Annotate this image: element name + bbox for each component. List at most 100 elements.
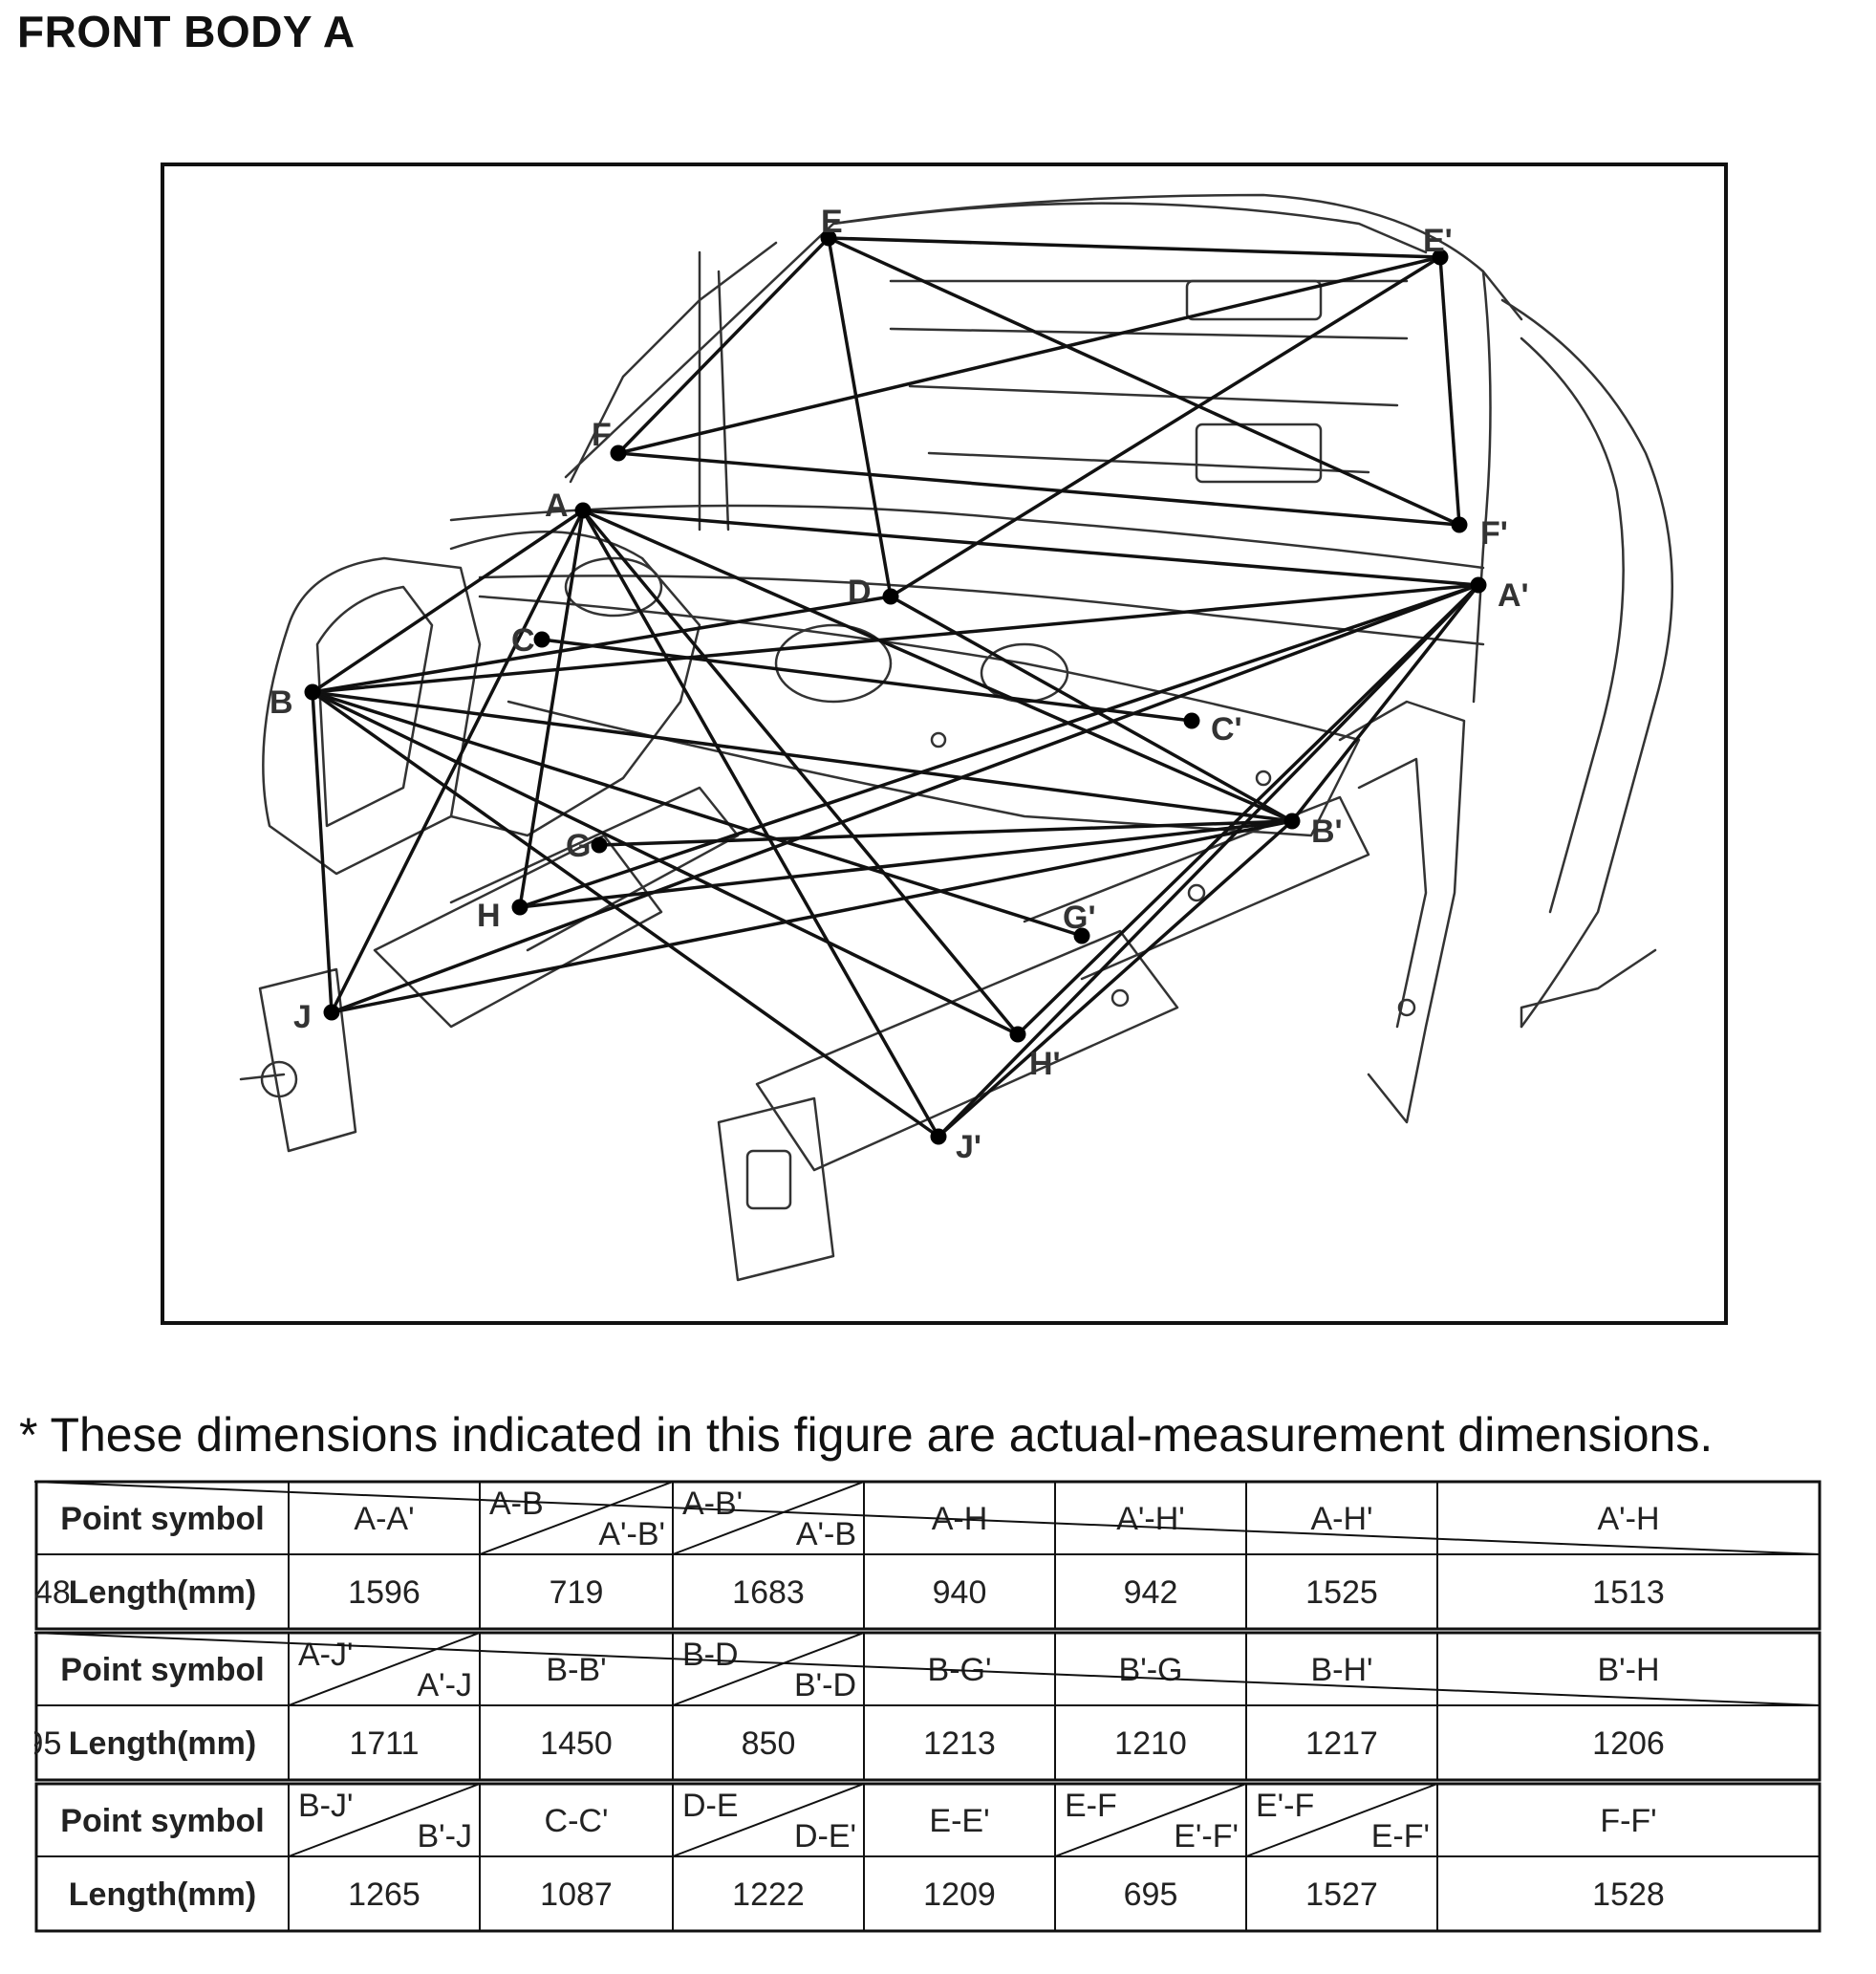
point-G2-label: G' <box>1063 900 1096 936</box>
point-symbol-cell: B'-G <box>1119 1652 1183 1688</box>
length-cell: 1210 <box>1114 1725 1187 1762</box>
point-symbol-cell: E-E' <box>929 1803 989 1839</box>
length-cell: 1450 <box>540 1725 613 1762</box>
point-H-dot <box>511 899 528 916</box>
split-diagonal <box>672 1632 865 1706</box>
point-F-label: F <box>592 417 612 453</box>
point-G-label: G <box>566 828 591 864</box>
split-diagonal <box>34 1632 1821 1706</box>
point-A-dot <box>574 502 592 519</box>
measure-line-B-G2 <box>312 690 1083 938</box>
dash-panel <box>478 575 1485 646</box>
point-symbol-cell-upper: B-D <box>682 1637 739 1673</box>
point-symbol-cell: C-C' <box>545 1803 609 1839</box>
measure-line-A-J2 <box>581 510 940 1138</box>
bolt-4 <box>1397 998 1416 1017</box>
point-J-label: J <box>293 999 312 1035</box>
measure-line-D-E <box>827 237 893 597</box>
point-D-label: D <box>848 574 872 610</box>
point-A2-dot <box>1470 576 1487 594</box>
point-G2-dot <box>1073 927 1090 944</box>
bolt-3 <box>930 731 947 748</box>
measure-line-A2-B2 <box>1290 583 1480 823</box>
point-H2-dot <box>1009 1026 1026 1043</box>
length-cell: 942 <box>1124 1574 1178 1611</box>
door-opening-inner <box>1520 336 1625 914</box>
split-diagonal <box>672 1481 865 1555</box>
measure-line-C-C2 <box>541 638 1193 723</box>
measure-line-E-F2 <box>828 236 1460 527</box>
dimension-table-grid: Point symbolLength(mm)A-A'1596A-BA'-B'71… <box>34 1480 1822 1933</box>
length-cell: 850 <box>742 1725 796 1762</box>
right-side-member <box>755 929 1179 1172</box>
a-pillar-right <box>1472 270 1492 704</box>
point-E2-dot <box>1432 249 1449 266</box>
point-symbol-cell-lower: A'-B' <box>598 1516 665 1552</box>
left-fender-inner <box>315 585 434 828</box>
row-header-length: Length(mm) <box>69 1876 256 1913</box>
point-symbol-cell-lower: D-E' <box>794 1818 856 1855</box>
point-symbol-cell-upper: A-B' <box>682 1486 743 1522</box>
sill <box>1520 948 1657 1029</box>
measure-line-A-H2 <box>581 509 1020 1036</box>
measurement-lines <box>311 236 1480 1139</box>
length-cell: 1527 <box>1305 1876 1378 1913</box>
point-B-dot <box>304 683 321 701</box>
length-cell: 1683 <box>732 1574 805 1611</box>
split-diagonal <box>672 1783 865 1857</box>
measure-line-E-E2 <box>828 236 1441 259</box>
length-cell: 1209 <box>923 1876 996 1913</box>
length-cell: 1711 <box>349 1725 419 1762</box>
bay-hole <box>774 623 893 704</box>
door-opening <box>1500 298 1673 1029</box>
right-fender <box>1338 700 1466 1124</box>
point-B2-dot <box>1283 813 1301 830</box>
measure-line-B-J2 <box>311 690 940 1139</box>
dash-slot-2 <box>1195 423 1323 484</box>
length-cell: 1596 <box>348 1574 420 1611</box>
length-cell: 1513 <box>1592 1574 1665 1611</box>
measure-line-B-H2 <box>312 690 1019 1036</box>
length-cell: 595 <box>34 1725 61 1762</box>
measure-line-A-A2 <box>582 509 1479 587</box>
right-side-member-top <box>1023 795 1370 981</box>
a-pillar-left <box>569 241 778 484</box>
point-symbol-cell: A-A' <box>354 1501 414 1537</box>
measure-line-E2-F2 <box>1438 256 1461 526</box>
split-diagonal <box>1054 1783 1247 1857</box>
point-symbol-cell-lower: A'-J <box>418 1667 473 1703</box>
strut-hole-left <box>564 556 663 618</box>
bolt-5 <box>1255 770 1272 787</box>
length-cell: 1525 <box>1305 1574 1378 1611</box>
left-tow-hole <box>260 1060 298 1098</box>
point-F2-dot <box>1451 516 1468 533</box>
point-E2-label: E' <box>1423 223 1453 259</box>
row-header-point-symbol: Point symbol <box>60 1652 264 1688</box>
point-J2-label: J' <box>956 1129 981 1165</box>
measure-line-B2-H <box>519 819 1293 909</box>
point-C-label: C <box>511 622 535 659</box>
point-symbol-cell-lower: E'-F' <box>1174 1818 1239 1855</box>
measure-line-B2-G <box>598 819 1293 847</box>
point-A2-label: A' <box>1498 577 1529 614</box>
length-cell: 695 <box>1124 1876 1178 1913</box>
point-symbol-cell: A-H' <box>1310 1501 1372 1537</box>
point-symbol-cell-upper: E-F <box>1065 1788 1117 1824</box>
measure-line-D-E2 <box>890 255 1441 598</box>
point-B-label: B <box>270 684 293 721</box>
point-E-dot <box>820 229 837 247</box>
page-title: FRONT BODY A <box>17 7 356 56</box>
row-header-point-symbol: Point symbol <box>60 1803 264 1839</box>
row-header-point-symbol: Point symbol <box>60 1501 264 1537</box>
measurement-points: EE'FF'AA'DCC'BB'GG'HH'JJ' <box>270 204 1529 1165</box>
point-J2-dot <box>930 1128 947 1145</box>
point-F2-label: F' <box>1480 515 1508 552</box>
body-diagram: EE'FF'AA'DCC'BB'GG'HH'JJ' <box>239 193 1673 1282</box>
point-C2-label: C' <box>1211 711 1242 748</box>
point-symbol-cell-upper: B-J' <box>298 1788 354 1824</box>
point-C-dot <box>533 631 550 648</box>
split-diagonal <box>288 1783 481 1857</box>
cowl-top <box>449 504 1485 570</box>
left-tow-stub <box>239 1073 286 1081</box>
